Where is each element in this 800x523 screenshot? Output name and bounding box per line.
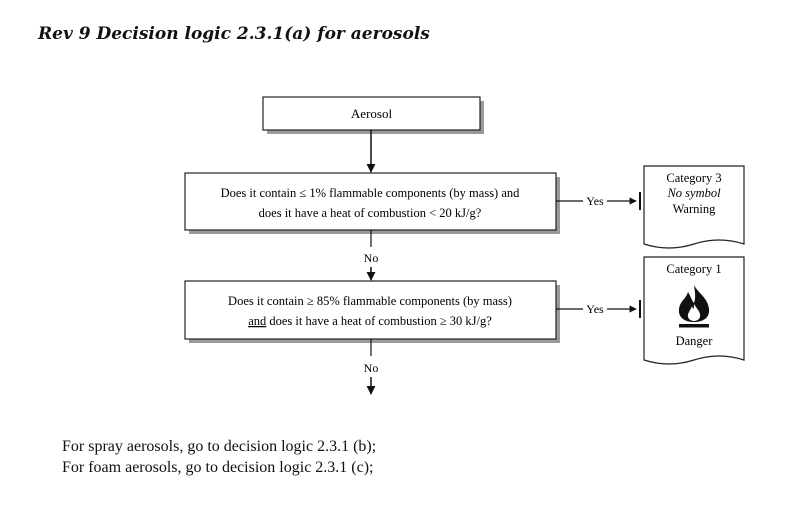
no-branch-1: No (364, 230, 379, 281)
outcome-category-1: Category 1 Danger (643, 256, 745, 365)
question-2-and: and (248, 314, 267, 328)
outcome-1-symbol: No symbol (666, 186, 721, 200)
start-label: Aerosol (351, 106, 393, 121)
outcome-2-signal-word: Danger (676, 334, 714, 348)
yes-label-1: Yes (586, 194, 604, 208)
question-2-line-2: and does it have a heat of combustion ≥ … (248, 314, 492, 328)
no-label-2: No (364, 361, 379, 375)
yes-branch-2: Yes (556, 300, 641, 318)
question-1-line-2: does it have a heat of combustion < 20 k… (259, 206, 482, 220)
question-2-box: Does it contain ≥ 85% flammable componen… (184, 280, 557, 340)
footer-line-spray: For spray aerosols, go to decision logic… (62, 438, 377, 455)
no-branch-2: No (364, 339, 379, 395)
outcome-category-3: Category 3 No symbol Warning (643, 165, 745, 249)
no-label-1: No (364, 251, 379, 265)
footer-line-foam: For foam aerosols, go to decision logic … (62, 459, 374, 476)
outcome-1-category-label: Category 1 (666, 262, 721, 276)
question-1-line-1: Does it contain ≤ 1% flammable component… (221, 186, 521, 200)
page-title: Rev 9 Decision logic 2.3.1(a) for aeroso… (38, 24, 430, 44)
question-2-line-1: Does it contain ≥ 85% flammable componen… (228, 294, 512, 308)
question-1-box: Does it contain ≤ 1% flammable component… (184, 172, 557, 231)
outcome-1-category: Category 3 (666, 171, 721, 185)
yes-branch-1: Yes (556, 192, 641, 210)
flame-icon (678, 285, 710, 328)
yes-label-2: Yes (586, 302, 604, 316)
outcome-1-signal-word: Warning (673, 202, 716, 216)
start-box: Aerosol (262, 96, 481, 131)
question-2-line-2-rest: does it have a heat of combustion ≥ 30 k… (266, 314, 492, 328)
footer-notes: For spray aerosols, go to decision logic… (62, 436, 376, 478)
